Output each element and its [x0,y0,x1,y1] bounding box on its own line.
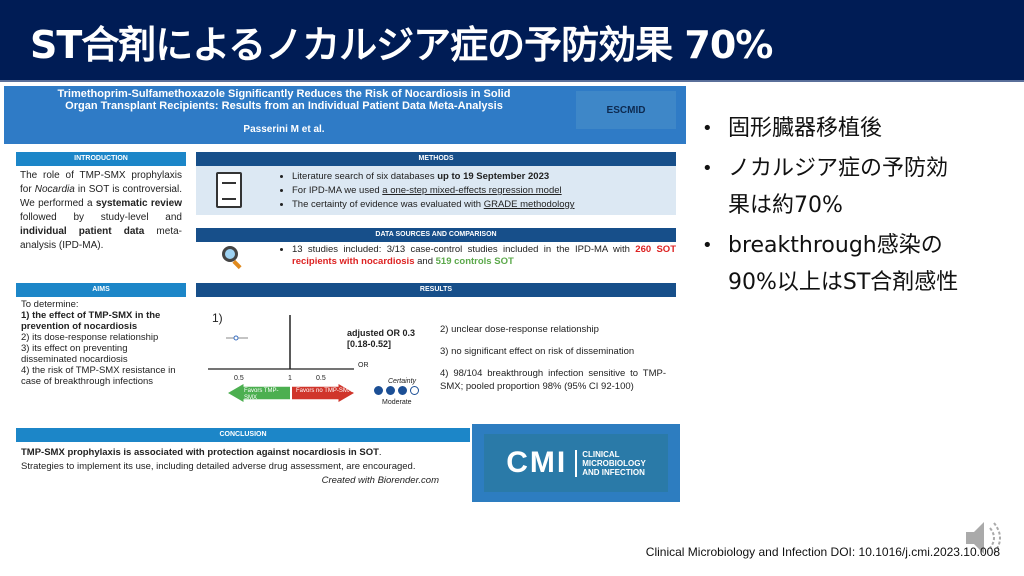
point-estimate [233,335,239,341]
key-point: 固形臓器移植後 [698,110,1018,147]
results-text: 2) unclear dose-response relationship 3)… [440,324,666,392]
certainty-dot [398,386,407,395]
forest-plot [208,315,354,370]
poster-title-line2: Organ Transplant Recipients: Results fro… [65,100,503,112]
methods-item: The certainty of evidence was evaluated … [292,198,670,212]
speaker-icon[interactable] [962,518,1008,563]
graphical-abstract: Trimethoprim-Sulfamethoxazole Significan… [4,86,686,510]
favors-treatment-arrow: Favors TMP-SMX [228,384,290,402]
methods-item: Literature search of six databases up to… [292,170,670,184]
tick-label: 0.5 [234,375,244,382]
certainty-level: Moderate [382,399,412,406]
methods-header: METHODS [196,152,676,166]
conclusion-header: CONCLUSION [16,428,470,442]
title-bar [0,0,1024,82]
checklist-icon [216,172,242,208]
methods-box: Literature search of six databases up to… [196,166,676,215]
certainty-label: Certainty [388,378,417,385]
aims-header: AIMS [16,283,186,297]
tick-label: 1 [288,375,292,382]
intro-header: INTRODUCTION [16,152,186,166]
favors-control-arrow: Favors no TMP-SMX [292,384,354,402]
results-header: RESULTS [196,283,676,297]
certainty-dot [374,386,383,395]
tick-label: 0.5 [316,375,326,382]
data-sources-header: DATA SOURCES AND COMPARISON [196,228,676,242]
slide-title: ST合剤によるノカルジア症の予防効果 70% [30,23,773,67]
intro-text: The role of TMP-SMX prophylaxis for Noca… [20,170,182,251]
methods-item: For IPD-MA we used a one-step mixed-effe… [292,184,670,198]
certainty-dot [410,386,419,395]
or-result: adjusted OR 0.3[0.18-0.52] [347,328,416,349]
certainty-dot [386,386,395,395]
escmid-logo: ESCMID [576,91,676,129]
result-number: 1) [212,311,223,325]
citation: Clinical Microbiology and Infection DOI:… [645,545,1000,559]
poster-banner: Trimethoprim-Sulfamethoxazole Significan… [4,86,686,144]
magnifier-handle [232,259,242,270]
aims-text: To determine:1) the effect of TMP-SMX in… [21,299,176,387]
certainty-rating [374,386,419,395]
axis-label: OR [358,362,369,369]
conclusion-text: TMP-SMX prophylaxis is associated with p… [21,447,439,486]
magnifier-icon [222,246,238,262]
poster-title-line1: Trimethoprim-Sulfamethoxazole Significan… [57,88,511,100]
data-sources-item: 13 studies included: 3/13 case-control s… [292,244,676,268]
poster-authors: Passerini M et al. [243,124,325,135]
